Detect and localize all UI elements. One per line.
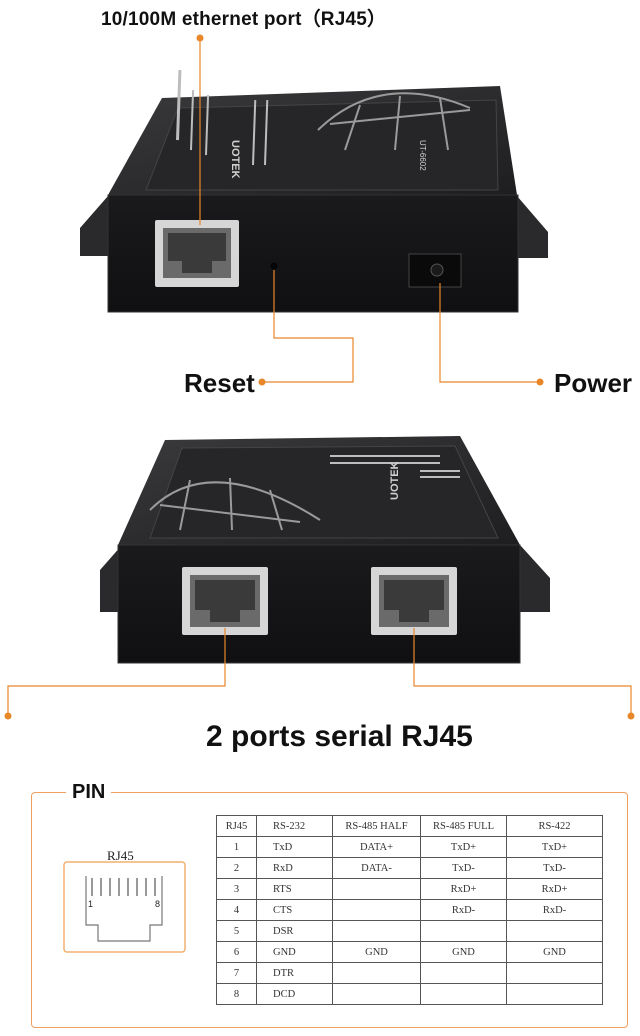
header-cell: RS-422: [506, 815, 603, 837]
brand-mark: UOTEK: [229, 140, 241, 179]
table-cell: RxD+: [420, 878, 507, 900]
callout-lines-top: [199, 38, 540, 383]
power-label: Power: [554, 368, 633, 398]
table-cell: [506, 962, 603, 984]
table-cell: TxD+: [420, 836, 507, 858]
rj45-diagram-title: RJ45: [107, 848, 134, 863]
device-top-view: UOTEK UT-6602: [80, 34, 548, 386]
table-cell: DTR: [256, 962, 333, 984]
table-cell: TxD-: [420, 857, 507, 879]
rj45-pins: [91, 878, 156, 896]
table-row: 4 CTS RxD- RxD-: [216, 899, 603, 921]
sticker-markings: [330, 455, 460, 478]
table-cell: 5: [216, 920, 257, 942]
table-row: 7 DTR: [216, 962, 603, 984]
callout-dot-serial-left: [4, 712, 12, 720]
pin-section-title: PIN: [66, 781, 112, 804]
mounting-flange-right: [517, 196, 548, 258]
table-cell: GND: [420, 941, 507, 963]
table-cell: TxD+: [506, 836, 603, 858]
table-cell: RxD: [256, 857, 333, 879]
ethernet-port-label: 10/100M ethernet port（RJ45）: [101, 9, 387, 30]
table-cell: RxD-: [506, 899, 603, 921]
callout-dot-serial-right: [627, 712, 635, 720]
device-serial-view: UOTEK: [4, 436, 635, 720]
table-cell: [332, 899, 421, 921]
pin-number-last: 8: [155, 899, 161, 909]
mounting-flange-left: [100, 545, 122, 612]
globe-logo: [317, 92, 471, 151]
pin-section-frame: [31, 792, 628, 1028]
table-cell: TxD: [256, 836, 333, 858]
reset-label: Reset: [184, 368, 255, 398]
table-cell: 3: [216, 878, 257, 900]
table-row: 8 DCD: [216, 983, 603, 1005]
table-cell: TxD-: [506, 857, 603, 879]
sticker-markings: [175, 70, 269, 166]
mounting-flange-left: [80, 196, 108, 256]
table-cell: [332, 983, 421, 1005]
table-row: 6 GND GND GND GND: [216, 941, 603, 963]
table-cell: GND: [256, 941, 333, 963]
power-jack: [408, 253, 462, 288]
callout-dot-power: [536, 378, 544, 386]
table-cell: [420, 920, 507, 942]
ethernet-port: [155, 220, 239, 287]
table-cell: [420, 962, 507, 984]
table-cell: CTS: [256, 899, 333, 921]
table-cell: GND: [332, 941, 421, 963]
table-cell: DATA-: [332, 857, 421, 879]
table-cell: 6: [216, 941, 257, 963]
header-cell: RS-485 HALF: [332, 815, 421, 837]
mounting-flange-right: [520, 545, 550, 612]
table-cell: DSR: [256, 920, 333, 942]
table-cell: RxD+: [506, 878, 603, 900]
model-mark: UT-6602: [418, 140, 427, 171]
brand-mark: UOTEK: [389, 461, 401, 500]
callout-dot-ethernet: [196, 34, 204, 42]
table-cell: [332, 878, 421, 900]
table-cell: 2: [216, 857, 257, 879]
table-cell: [332, 962, 421, 984]
table-row: 3 RTS RxD+ RxD+: [216, 878, 603, 900]
table-cell: [420, 983, 507, 1005]
table-cell: [506, 983, 603, 1005]
table-cell: 1: [216, 836, 257, 858]
table-cell: [506, 920, 603, 942]
callout-lines-serial: [7, 628, 632, 716]
table-cell: RTS: [256, 878, 333, 900]
table-cell: 7: [216, 962, 257, 984]
table-cell: GND: [506, 941, 603, 963]
pin-number-first: 1: [88, 899, 94, 909]
header-cell: RS-232: [256, 815, 333, 837]
pin-table-header: RJ45 RS-232 RS-485 HALF RS-485 FULL RS-4…: [216, 815, 603, 837]
serial-port-2: [371, 567, 457, 635]
rj45-pin-diagram: [63, 861, 186, 953]
reset-hole: [270, 262, 278, 270]
pin-table: RJ45 RS-232 RS-485 HALF RS-485 FULL RS-4…: [216, 815, 603, 1005]
globe-logo: [149, 477, 321, 531]
table-row: 5 DSR: [216, 920, 603, 942]
table-cell: 8: [216, 983, 257, 1005]
table-cell: DCD: [256, 983, 333, 1005]
serial-ports-label: 2 ports serial RJ45: [206, 720, 473, 753]
table-row: 1 TxD DATA+ TxD+ TxD+: [216, 836, 603, 858]
table-cell: RxD-: [420, 899, 507, 921]
table-cell: DATA+: [332, 836, 421, 858]
table-cell: 4: [216, 899, 257, 921]
header-cell: RJ45: [216, 815, 257, 837]
table-row: 2 RxD DATA- TxD- TxD-: [216, 857, 603, 879]
table-cell: [332, 920, 421, 942]
serial-port-1: [182, 567, 268, 635]
callout-dot-reset: [258, 378, 266, 386]
header-cell: RS-485 FULL: [420, 815, 507, 837]
